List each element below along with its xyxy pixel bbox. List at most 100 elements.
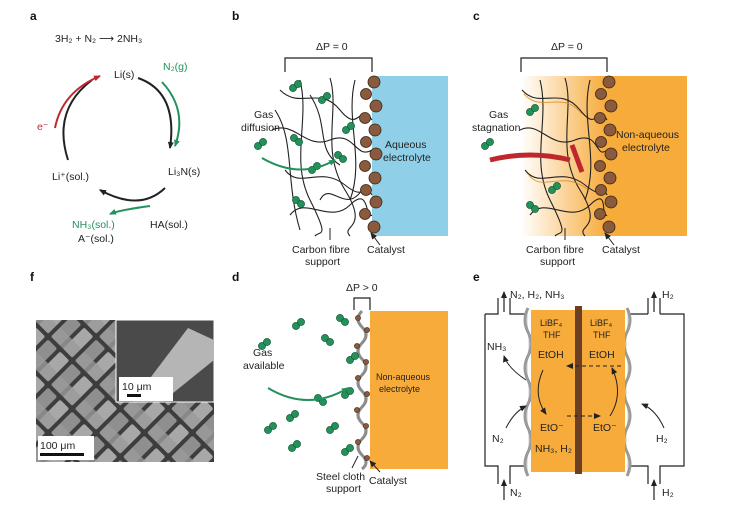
support-c-line1: Carbon fibre bbox=[526, 244, 584, 256]
wetted-fibre-highlights bbox=[523, 93, 588, 190]
panel-d-label: d bbox=[232, 270, 239, 284]
stagnation-block bbox=[569, 144, 585, 173]
thf-right: THF bbox=[593, 330, 611, 340]
arrow-li-to-li3n bbox=[137, 77, 174, 149]
scale-bar-main: 100 μm bbox=[38, 436, 94, 460]
catalyst-pointer-d bbox=[369, 460, 381, 473]
support-c-line2: support bbox=[540, 256, 575, 268]
nh3-h2-label: NH₃, H₂ bbox=[535, 443, 572, 455]
steel-cloth-support bbox=[356, 309, 368, 471]
label-ha: HA(sol.) bbox=[150, 219, 188, 231]
stagnation-label: stagnation bbox=[472, 122, 521, 134]
electrolyte-b-line2: electrolyte bbox=[383, 152, 431, 164]
gas-available-arrow bbox=[267, 387, 349, 401]
electrolyte-d-line1: Non-aqueous bbox=[376, 372, 431, 382]
scale-inset-label: 10 μm bbox=[122, 381, 152, 393]
arrow-electron-red bbox=[54, 75, 101, 129]
catalyst-particles-c bbox=[594, 75, 618, 234]
panel-c-label: c bbox=[473, 9, 480, 23]
label-li-s: Li(s) bbox=[114, 69, 134, 81]
label-n2-g: N₂(g) bbox=[163, 61, 188, 73]
libf4-left: LiBF₄ bbox=[540, 318, 563, 328]
arrow-li3n-to-liplus bbox=[99, 187, 166, 202]
inlet-right-label: H₂ bbox=[662, 487, 674, 499]
label-li-plus: Li⁺(sol.) bbox=[52, 171, 89, 183]
gas-label-d: Gas bbox=[253, 347, 272, 359]
support-b-line2: support bbox=[305, 256, 340, 268]
panel-a: a 3H₂ + N₂ ⟶ 2NH₃ Li(s) N₂(g) e⁻ Li₃N(s)… bbox=[30, 9, 200, 245]
pressure-bracket-b bbox=[284, 57, 373, 72]
label-nh3: NH₃(sol.) bbox=[72, 219, 115, 231]
reaction-equation: 3H₂ + N₂ ⟶ 2NH₃ bbox=[55, 33, 142, 45]
label-electron: e⁻ bbox=[37, 121, 48, 133]
electrolyte-b-line1: Aqueous bbox=[385, 139, 426, 151]
outlet-left-label: N₂, H₂, NH₃ bbox=[510, 289, 564, 301]
panel-d: d ΔP > 0 Gas available Non-aqueo bbox=[232, 270, 448, 495]
etoh-left: EtOH bbox=[538, 349, 564, 361]
panel-f: f 10 μm 100 μm bbox=[30, 270, 215, 462]
gas-stagnation-arrow bbox=[489, 152, 571, 163]
pressure-label-d: ΔP > 0 bbox=[346, 282, 378, 294]
flow-arrows bbox=[501, 291, 657, 500]
support-d-line1: Steel cloth bbox=[316, 471, 365, 483]
libf4-right: LiBF₄ bbox=[590, 318, 613, 328]
gas-label-c: Gas bbox=[489, 109, 508, 121]
pressure-label-c: ΔP = 0 bbox=[551, 41, 583, 53]
pressure-bracket-d bbox=[353, 297, 371, 310]
n2-label: N₂ bbox=[492, 433, 504, 445]
catalyst-particles-d bbox=[354, 315, 370, 461]
diffusion-label: diffusion bbox=[241, 122, 280, 134]
label-li3n: Li₃N(s) bbox=[168, 166, 200, 178]
electrolyte-c-line1: Non-aqueous bbox=[616, 129, 679, 141]
internal-arrows bbox=[537, 363, 621, 419]
label-a-minus: A⁻(sol.) bbox=[78, 233, 114, 245]
gas-diffusion-electrode-left bbox=[523, 307, 533, 477]
eto-right: EtO⁻ bbox=[593, 422, 617, 434]
outlet-right-label: H₂ bbox=[662, 289, 674, 301]
panel-b-label: b bbox=[232, 9, 239, 23]
non-aqueous-electrolyte-d bbox=[370, 311, 448, 469]
catalyst-pointer-b bbox=[370, 232, 381, 246]
pressure-bracket-c bbox=[520, 57, 608, 72]
h2-label: H₂ bbox=[656, 433, 668, 445]
non-aqueous-electrolyte-c bbox=[607, 76, 687, 236]
panel-e: e N₂, H₂, NH₃ H₂ N₂ H₂ LiBF₄ bbox=[473, 270, 685, 500]
arrow-ha-to-nh3 bbox=[109, 205, 151, 215]
panel-f-label: f bbox=[30, 270, 35, 284]
catalyst-label-c: Catalyst bbox=[602, 244, 640, 256]
n2-molecules-c bbox=[481, 104, 561, 213]
nh3-out-arrow bbox=[503, 355, 527, 381]
support-b-line1: Carbon fibre bbox=[292, 244, 350, 256]
h2-in-arrow bbox=[641, 403, 665, 429]
available-label: available bbox=[243, 360, 285, 372]
nh3-label: NH₃ bbox=[487, 341, 506, 353]
aqueous-electrolyte bbox=[372, 76, 448, 236]
gas-diffusion-arrow bbox=[261, 157, 336, 171]
inlet-left-label: N₂ bbox=[510, 487, 522, 499]
arrow-liplus-to-li bbox=[62, 79, 93, 161]
electrolyte-d-line2: electrolyte bbox=[379, 384, 420, 394]
panel-c: c ΔP = 0 bbox=[472, 9, 687, 268]
eto-left: EtO⁻ bbox=[540, 422, 564, 434]
panel-b: b ΔP = 0 bbox=[232, 9, 448, 268]
flow-channels bbox=[484, 298, 685, 484]
panel-a-label: a bbox=[30, 9, 37, 23]
scale-bar-inset: 10 μm bbox=[119, 377, 173, 401]
membrane bbox=[575, 306, 582, 474]
support-pointer-d bbox=[351, 455, 359, 469]
etoh-right: EtOH bbox=[589, 349, 615, 361]
catalyst-label-d: Catalyst bbox=[369, 475, 407, 487]
arrow-n2-green bbox=[161, 81, 181, 147]
n2-molecules-b bbox=[254, 80, 355, 208]
gas-label-b: Gas bbox=[254, 109, 273, 121]
catalyst-particles-b bbox=[359, 75, 383, 234]
catalyst-pointer-c bbox=[604, 232, 615, 246]
n2-molecules-d bbox=[258, 314, 359, 456]
support-d-line2: support bbox=[326, 483, 361, 495]
scale-main-label: 100 μm bbox=[40, 440, 75, 452]
catalyst-label-b: Catalyst bbox=[367, 244, 405, 256]
thf-left: THF bbox=[543, 330, 561, 340]
panel-e-label: e bbox=[473, 270, 480, 284]
n2-in-arrow bbox=[505, 405, 527, 429]
